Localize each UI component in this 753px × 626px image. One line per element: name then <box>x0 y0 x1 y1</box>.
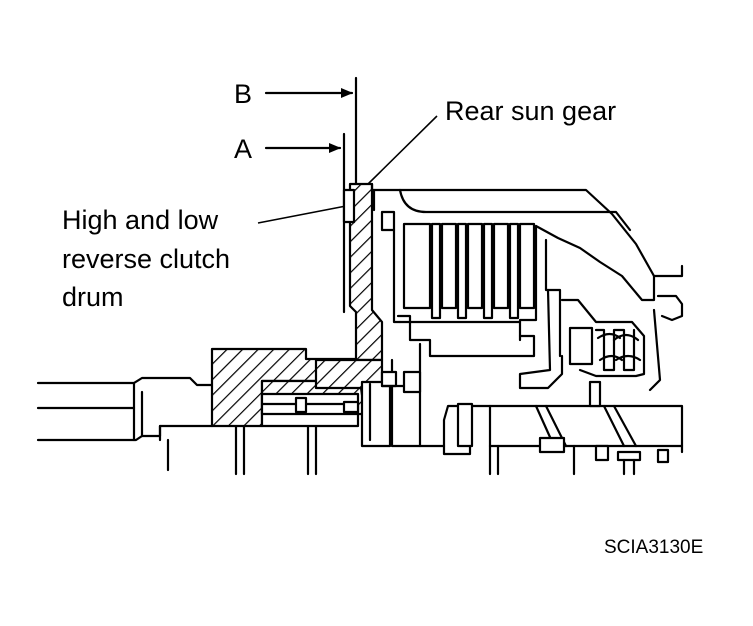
leader-rear-sun-gear <box>367 115 438 185</box>
label-b: B <box>234 79 252 109</box>
label-clutch-drum-line2: reverse clutch <box>62 244 230 274</box>
housing <box>370 182 684 324</box>
label-clutch-drum-line1: High and low <box>62 205 219 235</box>
clutch-plates <box>402 222 536 320</box>
input-shaft <box>36 376 318 476</box>
bearings <box>360 370 422 448</box>
label-clutch-drum-line3: drum <box>62 282 124 312</box>
figure-code: SCIA3130E <box>604 537 703 558</box>
label-rear-sun-gear: Rear sun gear <box>445 96 616 126</box>
leader-clutch-drum <box>257 205 347 224</box>
label-a: A <box>234 134 252 164</box>
planetary-set <box>442 380 684 476</box>
piston-assembly <box>390 224 684 448</box>
